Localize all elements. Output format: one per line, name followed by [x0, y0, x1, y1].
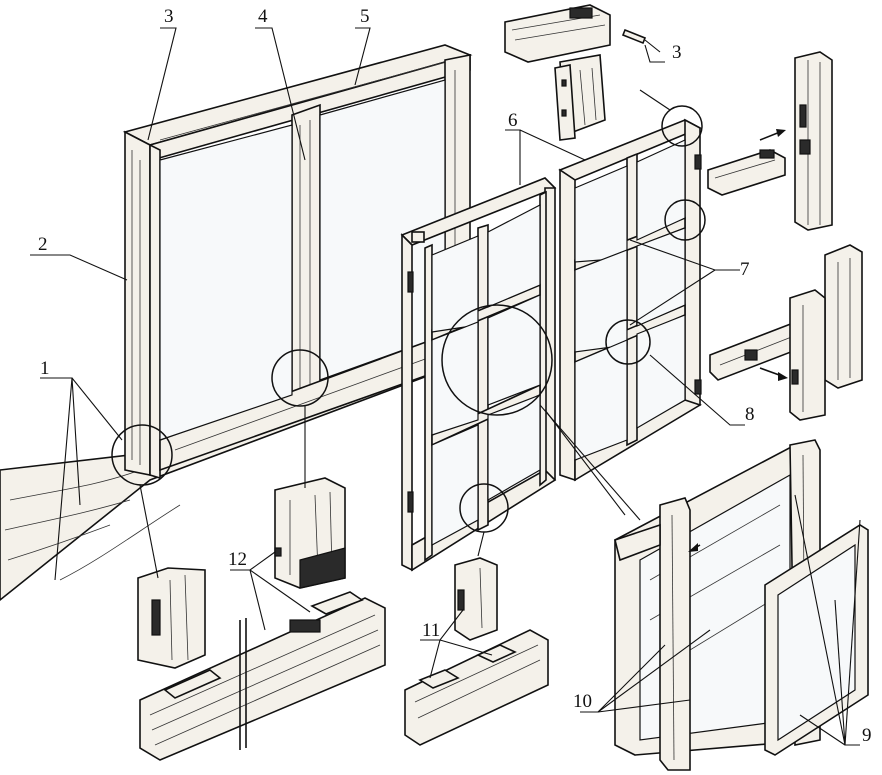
leader-lines: [30, 27, 861, 746]
detail-stile-with-mortise: [707, 51, 833, 231]
label-1: 1: [40, 358, 50, 379]
label-2: 2: [38, 234, 48, 255]
label-10: 10: [573, 691, 592, 712]
label-9: 9: [862, 725, 872, 746]
label-4: 4: [258, 6, 268, 27]
label-3-right: 3: [672, 42, 682, 63]
detail-circle-sill-joint: [111, 424, 173, 486]
detail-circle-sash-corner: [661, 105, 703, 147]
label-5: 5: [360, 6, 370, 27]
label-8: 8: [745, 404, 755, 425]
label-11: 11: [422, 620, 440, 641]
dowel-pin: [621, 28, 661, 53]
label-3-left: 3: [164, 6, 174, 27]
detail-mullion-tenon: [274, 477, 346, 589]
sash-right: [558, 118, 702, 482]
detail-double-glazing-section: [614, 439, 869, 771]
detail-circle-mullion-joint: [271, 349, 329, 407]
label-7: 7: [740, 259, 750, 280]
sash-left: [400, 177, 557, 572]
detail-circle-sash-large: [441, 304, 553, 416]
detail-post-with-mortise: [137, 567, 206, 669]
detail-circle-sash-side: [664, 199, 706, 241]
label-12: 12: [228, 549, 247, 570]
label-6: 6: [508, 110, 518, 131]
detail-glazing-bar-joint: [709, 244, 863, 421]
detail-top-tenon: [504, 4, 611, 141]
detail-circle-glazing-bar-cross: [605, 319, 651, 365]
detail-sash-bottom-joint: [404, 557, 549, 746]
detail-sill-rail: [139, 591, 386, 761]
outer-window-frame: [122, 44, 473, 480]
